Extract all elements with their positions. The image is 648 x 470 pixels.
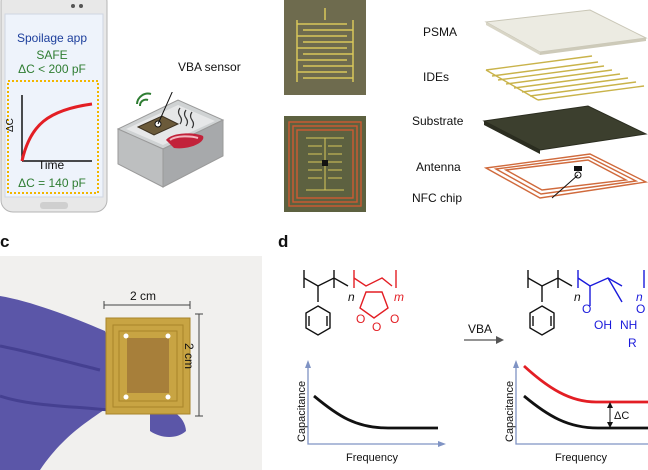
reading-text: ΔC = 140 pF bbox=[18, 176, 86, 190]
reagent-label: VBA bbox=[468, 322, 493, 336]
layer-label-antenna: Antenna bbox=[416, 160, 461, 174]
panel-label-d: d bbox=[278, 232, 289, 251]
o-label-right-1: O bbox=[582, 302, 592, 316]
layer-label-psma: PSMA bbox=[423, 25, 458, 39]
vba-sensor-callout: VBA sensor bbox=[178, 60, 241, 74]
width-dimension-label: 2 cm bbox=[130, 289, 157, 303]
nh-label: NH bbox=[620, 318, 638, 332]
svg-text:ΔC: ΔC bbox=[5, 118, 16, 132]
sensor-photo bbox=[0, 256, 262, 470]
plot-left-y-label: Capacitance bbox=[296, 380, 308, 442]
subscript-m: m bbox=[394, 290, 404, 304]
antenna-sensor-image bbox=[284, 116, 366, 212]
r-label: R bbox=[628, 336, 637, 350]
o-label-right-2: O bbox=[636, 302, 646, 316]
o-label-left-1: O bbox=[356, 312, 366, 326]
plot-right-y-label: Capacitance bbox=[504, 380, 516, 442]
threshold-text: ΔC < 200 pF bbox=[18, 62, 86, 76]
o-label-left-3: O bbox=[390, 312, 400, 326]
o-label-left-2: O bbox=[372, 320, 382, 334]
layer-label-substrate: Substrate bbox=[412, 114, 464, 128]
polymer-structures bbox=[303, 270, 648, 447]
phone-mockup: ΔC Spoilage app SAFE ΔC < 200 pF Time ΔC… bbox=[0, 0, 110, 215]
layer-stack-diagram bbox=[482, 9, 648, 199]
phone-body: ΔC bbox=[0, 0, 108, 213]
oh-label: OH bbox=[594, 318, 612, 332]
panel-label-c: c bbox=[0, 232, 10, 251]
subscript-n-blue: n bbox=[636, 290, 643, 304]
time-axis-label: Time bbox=[38, 158, 65, 172]
height-dimension-label: 2 cm bbox=[182, 343, 196, 370]
food-container-illustration bbox=[116, 92, 225, 188]
layer-label-ides: IDEs bbox=[423, 70, 450, 84]
delta-c-label: ΔC bbox=[614, 410, 630, 422]
ide-sensor-image bbox=[284, 0, 366, 95]
plot-left-x-label: Frequency bbox=[346, 452, 398, 464]
layer-label-nfc-chip: NFC chip bbox=[412, 191, 463, 205]
plot-right-x-label: Frequency bbox=[555, 452, 607, 464]
subscript-n-right: n bbox=[574, 290, 581, 304]
subscript-n-left: n bbox=[348, 290, 355, 304]
app-name: Spoilage app bbox=[16, 31, 88, 45]
status-text: SAFE bbox=[36, 48, 68, 62]
